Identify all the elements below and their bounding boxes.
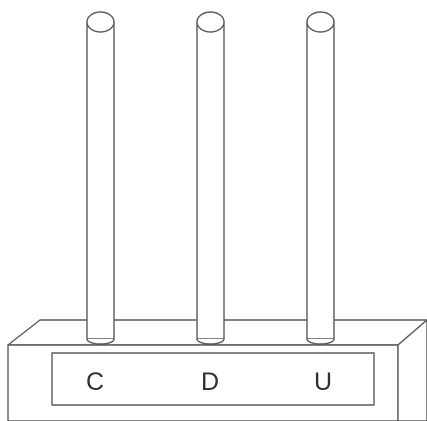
rod-u [306,11,335,345]
rod-d-bottom [196,338,225,345]
rod-u-top [306,11,335,33]
base-side-face [397,319,427,421]
label-panel [51,352,375,406]
rod-d [196,11,225,345]
rod-label-u: U [314,368,332,396]
rod-d-body [196,21,225,340]
rod-label-d: D [201,368,219,396]
rod-c-body [86,21,115,340]
rod-d-top [196,11,225,33]
rod-c-bottom [86,338,115,345]
rod-c [86,11,115,345]
rod-label-c: C [86,368,104,396]
rod-c-top [86,11,115,33]
rod-u-body [306,21,335,340]
rod-u-bottom [306,338,335,345]
